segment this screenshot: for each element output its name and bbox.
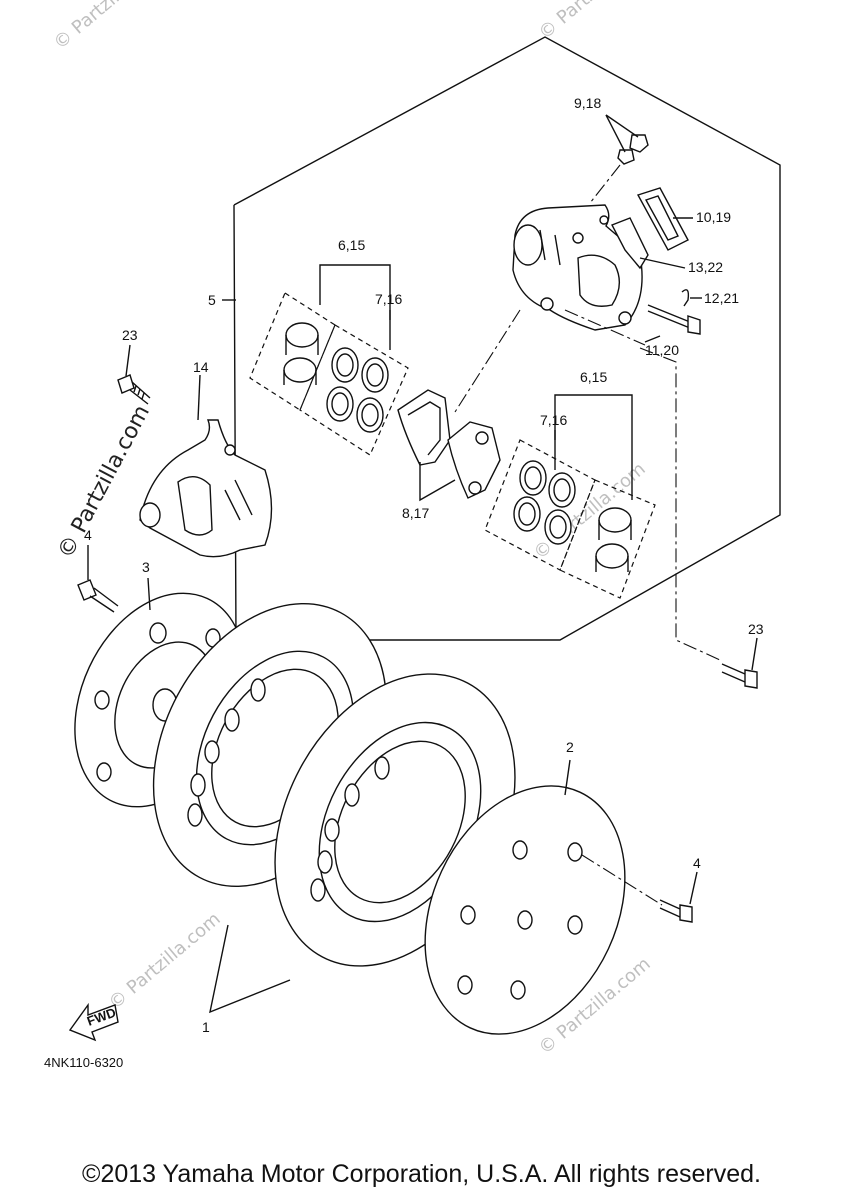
piston-right xyxy=(595,507,632,572)
seals-right xyxy=(513,460,576,545)
callout-9-18: 9,18 xyxy=(574,95,601,111)
callout-11-20: 11,20 xyxy=(645,342,679,358)
watermark: © Partzilla.com xyxy=(535,0,655,44)
bleed-screw xyxy=(617,134,649,165)
leader-6-15 xyxy=(319,264,391,350)
bolt-4-left xyxy=(77,579,119,613)
seal-box-left-outer xyxy=(249,292,336,411)
callout-23: 23 xyxy=(748,621,764,637)
center-line xyxy=(589,164,621,204)
leader-4 xyxy=(689,871,698,905)
center-line xyxy=(581,854,663,906)
callout-1: 1 xyxy=(202,1019,210,1035)
callout-2: 2 xyxy=(566,739,574,755)
brake-pad-left xyxy=(397,389,451,466)
watermark-dark: © Partzilla.com xyxy=(53,401,155,563)
leader-23 xyxy=(751,637,758,671)
fwd-arrow-icon: FWD xyxy=(68,1002,119,1042)
leader-9-18 xyxy=(605,114,639,138)
callout-13-22: 13,22 xyxy=(688,259,723,275)
leader-2 xyxy=(564,759,571,796)
callout-4: 4 xyxy=(84,527,92,543)
seal-box-right-inner xyxy=(484,439,596,571)
caliper-right xyxy=(512,204,643,331)
copyright-notice: ©2013 Yamaha Motor Corporation, U.S.A. A… xyxy=(82,1160,761,1188)
caliper-left xyxy=(139,419,273,558)
bolt-lower xyxy=(721,663,758,689)
callout-14: 14 xyxy=(193,359,209,375)
center-line xyxy=(639,347,721,661)
diagram-code: 4NK110-6320 xyxy=(44,1055,123,1070)
leader-14 xyxy=(197,374,201,421)
seal-box-right-outer xyxy=(559,479,656,599)
callout-6-15: 6,15 xyxy=(580,369,607,385)
pin-clip xyxy=(681,289,690,307)
watermark: © Partzilla.com xyxy=(50,0,170,54)
leader-23 xyxy=(125,344,131,377)
piston-left xyxy=(283,322,319,385)
disc-cover-right xyxy=(424,785,626,1035)
leader-9-18 xyxy=(605,114,626,153)
seals-left xyxy=(326,347,389,433)
pad-pin xyxy=(647,304,701,335)
leader-1 xyxy=(209,924,291,1014)
leader-11-20 xyxy=(644,335,661,343)
callout-7-16: 7,16 xyxy=(375,291,402,307)
center-line xyxy=(564,309,646,346)
center-line xyxy=(454,309,521,413)
seal-box-left-inner xyxy=(299,324,409,456)
bolt-4-right xyxy=(659,899,693,923)
leader-13-22 xyxy=(639,257,686,269)
callout-6-15: 6,15 xyxy=(338,237,365,253)
callout-23: 23 xyxy=(122,327,138,343)
pad-spring xyxy=(636,187,689,251)
callout-3: 3 xyxy=(142,559,150,575)
callout-12-21: 12,21 xyxy=(704,290,739,306)
callout-10-19: 10,19 xyxy=(696,209,731,225)
brake-pad-right xyxy=(447,421,501,499)
leader-8-17 xyxy=(419,462,456,502)
leader-3 xyxy=(147,577,151,611)
callout-4: 4 xyxy=(693,855,701,871)
callout-8-17: 8,17 xyxy=(402,505,429,521)
callout-7-16: 7,16 xyxy=(540,412,567,428)
clip xyxy=(611,217,649,270)
watermark: © Partzilla.com xyxy=(105,908,225,1013)
callout-5: 5 xyxy=(208,292,216,308)
bolt-upper xyxy=(117,374,151,405)
